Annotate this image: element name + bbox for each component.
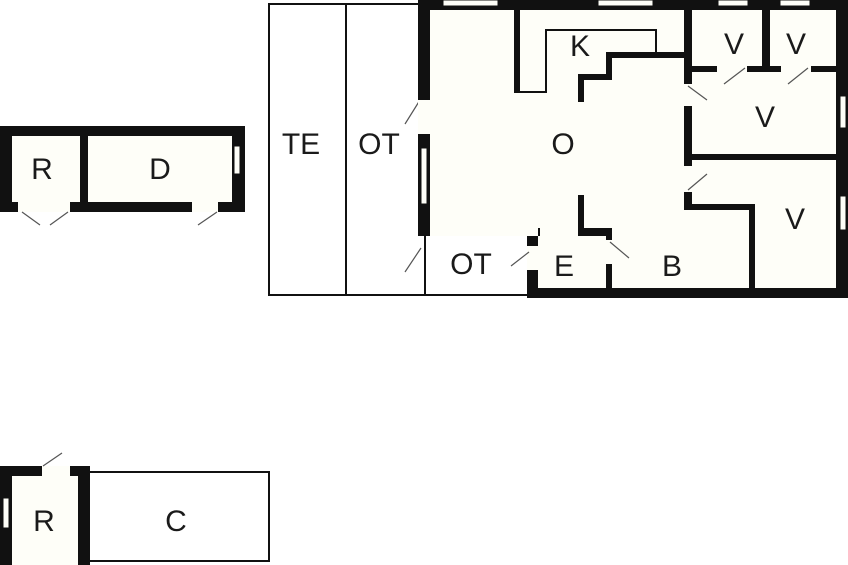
room-label-r: R	[31, 153, 53, 186]
room-label-v-top-1: V	[724, 28, 744, 61]
annex-top: R D	[0, 126, 245, 226]
room-c	[88, 471, 270, 562]
room-label-v-mid: V	[755, 101, 775, 134]
room-label-r-bottom: R	[33, 505, 55, 538]
window	[597, 0, 654, 7]
room-label-te: TE	[282, 128, 320, 161]
window	[717, 0, 749, 7]
room-label-b: B	[662, 250, 682, 283]
window	[779, 0, 811, 7]
room-label-v-top-2: V	[786, 28, 806, 61]
room-v-top-2	[770, 10, 836, 66]
room-v-bottom	[692, 160, 836, 288]
room-entrance	[538, 236, 606, 288]
room-r-top	[12, 136, 80, 202]
room-label-ot-left: OT	[358, 128, 400, 161]
door-swing-icon	[404, 99, 422, 273]
room-label-ot-bottom: OT	[450, 248, 492, 281]
window	[839, 195, 847, 231]
main-house: K O V V V V E B	[418, 0, 848, 298]
room-label-c: C	[165, 505, 187, 538]
room-label-e: E	[554, 250, 574, 283]
room-d	[88, 136, 232, 202]
room-label-v-bottom: V	[785, 203, 805, 236]
door-swing-icon	[21, 211, 218, 226]
door-swing-icon	[510, 67, 809, 267]
annex-bottom: R C	[0, 452, 270, 565]
room-bathroom	[612, 210, 749, 288]
room-v-mid	[692, 72, 836, 154]
window	[2, 497, 10, 529]
window	[233, 145, 241, 175]
terraces: TE OT OT	[268, 3, 530, 296]
room-v-top-1	[692, 10, 762, 66]
room-living	[430, 10, 684, 236]
room-label-o: O	[551, 128, 574, 161]
window	[420, 147, 428, 205]
window	[839, 95, 847, 129]
room-r-bottom	[12, 476, 78, 565]
window	[442, 0, 499, 7]
room-label-d: D	[149, 153, 171, 186]
room-label-k: K	[570, 30, 590, 63]
door-swing-icon	[42, 452, 63, 467]
